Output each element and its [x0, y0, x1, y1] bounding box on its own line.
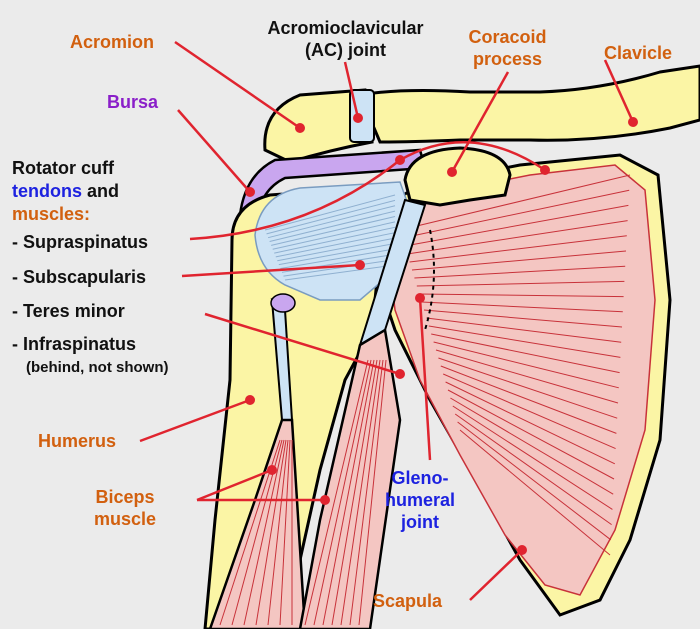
fiber-line	[459, 429, 611, 556]
label-biceps-muscle: Biceps muscle	[80, 486, 170, 530]
fiber-line	[416, 280, 625, 287]
coracoid-process-bone	[403, 146, 512, 207]
label-infraspinatus-note: (behind, not shown)	[26, 359, 169, 376]
label-glenohumeral-joint: Gleno- humeral joint	[375, 467, 465, 533]
label-rotator-cuff-title: Rotator cuff	[12, 158, 114, 178]
label-subscapularis: - Subscapularis	[12, 267, 147, 287]
fiber-line	[443, 373, 616, 450]
label-humerus: Humerus	[38, 431, 117, 451]
fiber-line	[283, 259, 396, 277]
fiber-line	[243, 439, 285, 626]
fiber-line	[399, 174, 631, 231]
label-scapula: Scapula	[373, 591, 443, 611]
fiber-line	[409, 235, 627, 263]
fiber-line	[280, 248, 396, 269]
fiber-line	[358, 359, 387, 626]
label-and: and	[82, 181, 120, 201]
fiber-line	[304, 359, 369, 626]
fiber-line	[279, 439, 291, 626]
biceps-fibers	[219, 359, 387, 626]
fiber-line	[438, 357, 618, 419]
leader-dots	[245, 113, 638, 555]
label-coracoid-line1: Coracoid	[468, 27, 547, 47]
label-ac-joint: Acromioclavicular (AC) joint	[248, 17, 443, 61]
fiber-line	[423, 309, 623, 328]
fiber-line	[274, 226, 396, 254]
subscapularis-fibers	[399, 174, 631, 556]
fiber-line	[454, 413, 612, 526]
fiber-line	[267, 439, 289, 626]
glenohumeral-joint-line	[424, 229, 435, 331]
fiber-line	[402, 189, 630, 239]
fiber-line	[255, 439, 287, 626]
label-rotator-cuff-line2: tendons and	[12, 180, 119, 202]
label-biceps-line1: Biceps	[95, 487, 155, 507]
subscapularis-muscle	[384, 164, 656, 596]
label-supraspinatus: - Supraspinatus	[12, 232, 149, 252]
fiber-line	[435, 349, 619, 404]
fiber-line	[340, 359, 381, 626]
fiber-line	[447, 389, 615, 480]
label-coracoid-process: Coracoid process	[455, 26, 560, 70]
label-acromion: Acromion	[70, 32, 155, 52]
fiber-line	[452, 405, 613, 510]
label-teres-minor: - Teres minor	[12, 301, 125, 321]
fiber-line	[457, 421, 612, 541]
biceps-origin	[270, 293, 296, 313]
leader-lines	[139, 40, 635, 601]
fiber-line	[431, 333, 620, 374]
label-coracoid-line2: process	[472, 49, 543, 69]
fiber-line	[322, 359, 375, 626]
fiber-line	[433, 341, 619, 389]
fiber-line	[407, 220, 628, 255]
fiber-line	[404, 204, 629, 247]
fiber-line	[275, 232, 396, 258]
fiber-line	[271, 216, 396, 246]
fiber-line	[440, 365, 617, 434]
fiber-line	[267, 205, 396, 239]
fiber-line	[445, 381, 616, 465]
fiber-line	[421, 301, 623, 313]
label-ac-joint-line1: Acromioclavicular	[267, 18, 424, 38]
label-infraspinatus: - Infraspinatus	[12, 334, 137, 354]
label-tendons: tendons	[12, 181, 82, 201]
biceps-short-head	[298, 327, 402, 629]
fiber-line	[272, 221, 396, 250]
fiber-line	[331, 359, 378, 626]
label-ac-joint-line2: (AC) joint	[305, 40, 386, 60]
label-gleno-line2: humeral	[384, 490, 456, 510]
fiber-line	[264, 194, 396, 231]
label-clavicle: Clavicle	[604, 43, 673, 63]
fiber-line	[266, 199, 396, 235]
label-biceps-line2: muscle	[93, 509, 157, 529]
label-gleno-line3: joint	[401, 512, 439, 532]
fiber-line	[414, 265, 626, 279]
fiber-line	[278, 242, 396, 266]
fiber-line	[269, 210, 396, 243]
fiber-line	[419, 293, 624, 298]
fiber-line	[313, 359, 372, 626]
fiber-line	[349, 359, 384, 626]
fiber-line	[284, 264, 396, 281]
label-bursa: Bursa	[107, 92, 159, 112]
clavicle-bone	[357, 64, 700, 144]
fiber-line	[277, 237, 396, 262]
fiber-line	[411, 250, 627, 271]
label-gleno-line1: Gleno-	[391, 468, 449, 488]
fiber-line	[426, 317, 622, 343]
fiber-line	[450, 397, 614, 495]
fiber-line	[428, 325, 621, 358]
label-muscles: muscles:	[12, 204, 91, 224]
